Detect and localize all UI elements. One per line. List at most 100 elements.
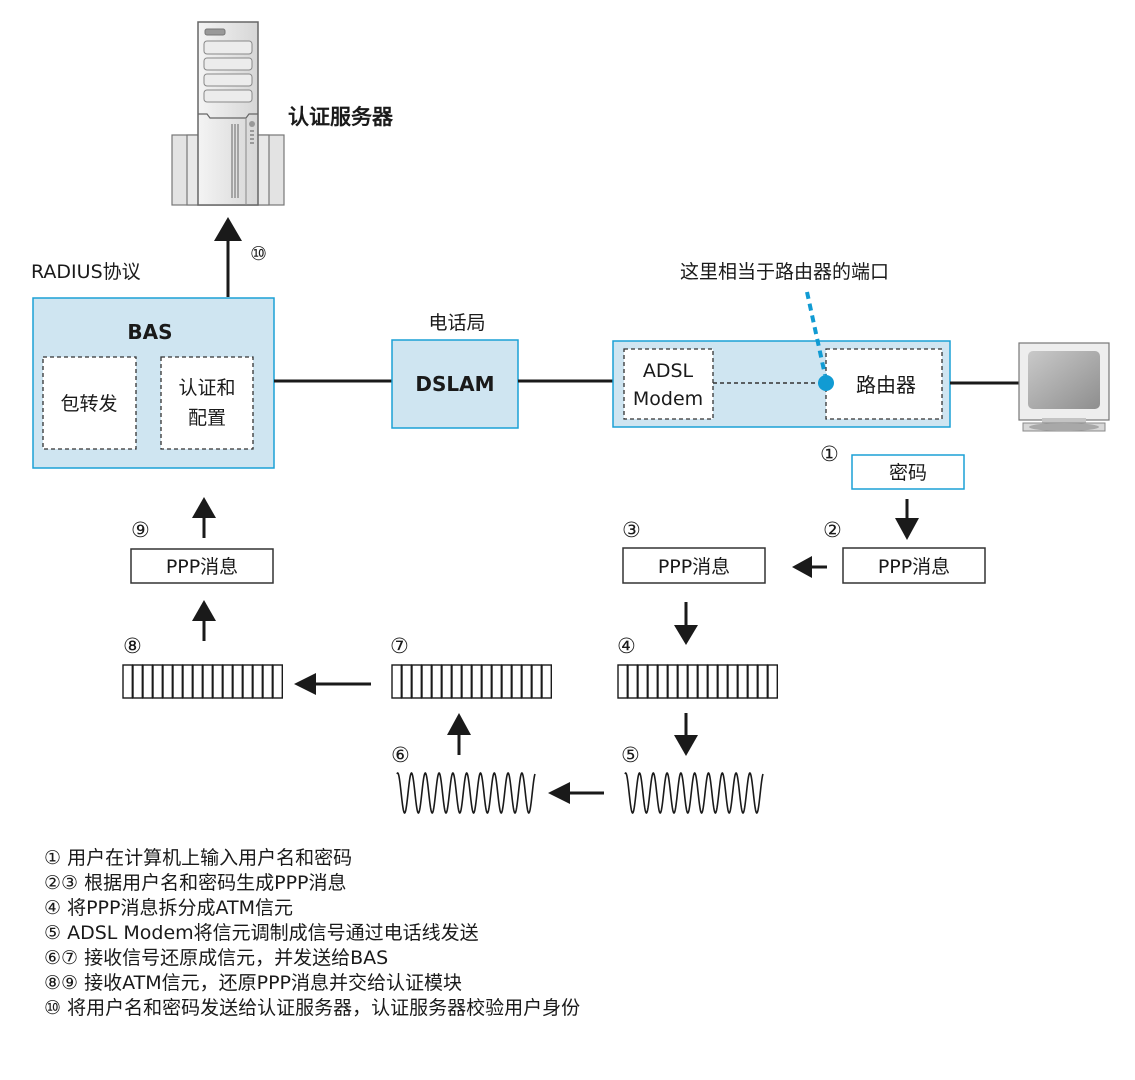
atm-cell <box>717 664 729 699</box>
signal-wave-step5 <box>624 772 764 814</box>
step5-marker: ⑤ <box>621 743 640 767</box>
step7-marker: ⑦ <box>390 634 409 658</box>
atm-cell <box>152 664 164 699</box>
atm-cell <box>511 664 523 699</box>
atm-cell <box>747 664 759 699</box>
atm-cell <box>202 664 214 699</box>
atm-cell <box>132 664 144 699</box>
router-port-note: 这里相当于路由器的端口 <box>680 261 889 283</box>
arrow-down-step1-2 <box>895 499 919 540</box>
legend-item-4: ④ 将PPP消息拆分成ATM信元 <box>44 897 293 919</box>
step1-marker: ① <box>820 442 839 466</box>
atm-cells-step4 <box>617 664 779 699</box>
atm-cell <box>411 664 423 699</box>
step2-marker: ② <box>823 518 842 542</box>
legend-item-8-9: ⑧⑨ 接收ATM信元，还原PPP消息并交给认证模块 <box>44 972 463 994</box>
atm-cell <box>162 664 174 699</box>
atm-cell <box>707 664 719 699</box>
legend-item-10: ⑩ 将用户名和密码发送给认证服务器，认证服务器校验用户身份 <box>44 997 581 1019</box>
arrow-up-step6-7 <box>447 713 471 755</box>
step8-marker: ⑧ <box>123 634 142 658</box>
arrow-left-step2-3 <box>792 556 827 578</box>
atm-cell <box>727 664 739 699</box>
atm-cell <box>647 664 659 699</box>
legend-item-2-3: ②③ 根据用户名和密码生成PPP消息 <box>44 872 347 894</box>
router-label: 路由器 <box>856 373 916 397</box>
atm-cell <box>142 664 154 699</box>
atm-cell <box>737 664 749 699</box>
password-label: 密码 <box>889 462 927 484</box>
packet-forwarding-module <box>42 356 137 450</box>
atm-cell <box>451 664 463 699</box>
atm-cell <box>697 664 709 699</box>
step10-marker: ⑩ <box>250 243 267 265</box>
radius-protocol-label: RADIUS协议 <box>31 261 141 283</box>
atm-cell <box>441 664 453 699</box>
atm-cell <box>627 664 639 699</box>
atm-cell <box>471 664 483 699</box>
monitor-icon <box>1018 342 1110 432</box>
atm-cell <box>262 664 274 699</box>
port-callout-line <box>805 291 827 376</box>
atm-cell <box>757 664 769 699</box>
server-tower-icon <box>171 21 285 206</box>
atm-cell <box>172 664 184 699</box>
atm-cell <box>687 664 699 699</box>
legend-item-6-7: ⑥⑦ 接收信号还原成信元，并发送给BAS <box>44 947 389 969</box>
atm-cell <box>272 664 284 699</box>
adsl-modem-module <box>623 348 714 420</box>
atm-cell <box>617 664 629 699</box>
atm-cell <box>391 664 403 699</box>
atm-cell <box>531 664 543 699</box>
atm-cell <box>461 664 473 699</box>
atm-cell <box>677 664 689 699</box>
telephone-office-label: 电话局 <box>428 312 485 334</box>
bas-title: BAS <box>127 320 172 344</box>
atm-cell <box>222 664 234 699</box>
router-port-dot <box>818 375 834 391</box>
atm-cell <box>521 664 533 699</box>
password-box <box>851 454 965 490</box>
atm-cell <box>421 664 433 699</box>
router-module <box>825 348 943 420</box>
arrow-down-step3-4 <box>674 602 698 645</box>
atm-cell <box>401 664 413 699</box>
arrow-left-step5-6 <box>548 782 604 804</box>
packet-forwarding-label: 包转发 <box>60 393 117 415</box>
arrow-up-step8-9 <box>192 600 216 641</box>
auth-config-label-line2: 配置 <box>188 407 226 429</box>
ppp-message-box-step9 <box>130 548 274 584</box>
atm-cell <box>481 664 493 699</box>
atm-cells-step7 <box>391 664 553 699</box>
ppp-message-box-step2 <box>842 547 986 584</box>
arrow-left-step7-8 <box>294 673 371 695</box>
dslam-label: DSLAM <box>415 372 494 396</box>
atm-cell <box>541 664 553 699</box>
adsl-modem-label-line1: ADSL <box>643 360 694 382</box>
adsl-modem-label-line2: Modem <box>633 388 703 410</box>
atm-cell <box>637 664 649 699</box>
ppp-message-label-step9: PPP消息 <box>166 556 238 578</box>
legend-item-1: ① 用户在计算机上输入用户名和密码 <box>44 847 353 869</box>
ppp-message-label-step2: PPP消息 <box>878 556 950 578</box>
ppp-message-box-step3 <box>622 547 766 584</box>
dslam-box <box>391 339 519 429</box>
atm-cell <box>182 664 194 699</box>
step9-marker: ⑨ <box>131 518 150 542</box>
auth-config-label-line1: 认证和 <box>178 377 235 399</box>
arrow-up-step10 <box>214 217 242 297</box>
atm-cell <box>192 664 204 699</box>
atm-cell <box>667 664 679 699</box>
atm-cell <box>431 664 443 699</box>
arrow-up-step9-bas <box>192 497 216 538</box>
legend-item-5: ⑤ ADSL Modem将信元调制成信号通过电话线发送 <box>44 922 479 944</box>
atm-cell <box>212 664 224 699</box>
atm-cells-step8 <box>122 664 284 699</box>
atm-cell <box>252 664 264 699</box>
arrow-down-step4-5 <box>674 713 698 756</box>
atm-cell <box>232 664 244 699</box>
step4-marker: ④ <box>617 634 636 658</box>
atm-cell <box>122 664 134 699</box>
server-label: 认证服务器 <box>288 105 394 129</box>
